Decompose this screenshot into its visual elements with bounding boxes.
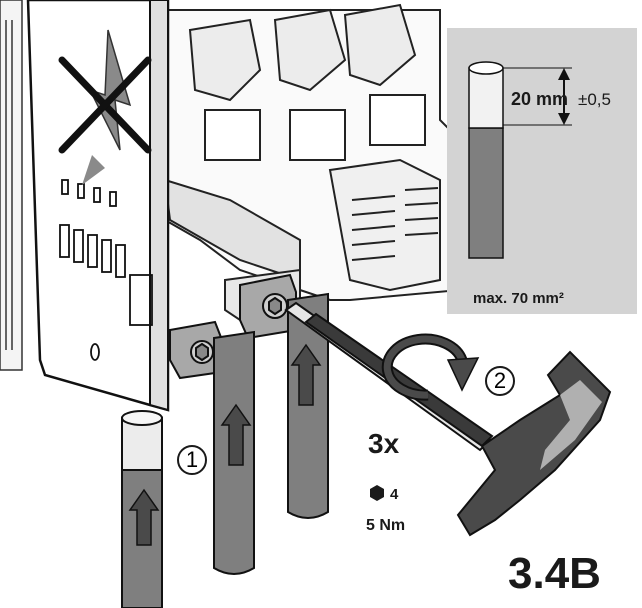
step-1-marker: 1 <box>177 445 207 475</box>
stripped-cable-illustration <box>468 61 572 259</box>
equipment-left-edge <box>0 0 23 371</box>
figure-label: 3.4B <box>508 549 601 598</box>
hex-size-label: 4 <box>390 486 399 503</box>
max-cross-section-label: max. 70 mm² <box>473 290 564 307</box>
torque-label: 5 Nm <box>366 517 406 534</box>
hex-key <box>284 301 612 537</box>
equipment-housings <box>158 3 461 322</box>
no-voltage-warning-icon <box>58 29 152 185</box>
hex-socket-icon <box>370 485 384 501</box>
front-cover-panel <box>26 0 170 412</box>
cable-insert-arrows <box>128 343 322 546</box>
step-2-marker: 2 <box>485 366 515 396</box>
strip-length-tolerance: ±0,5 <box>578 90 611 109</box>
repeat-count-label: 3x <box>368 428 400 459</box>
strip-length-value: 20 mm <box>511 89 569 109</box>
strip-length-inset: 20 mm ±0,5 max. 70 mm² <box>447 28 637 314</box>
tighten-rotation-arrow <box>381 333 480 401</box>
